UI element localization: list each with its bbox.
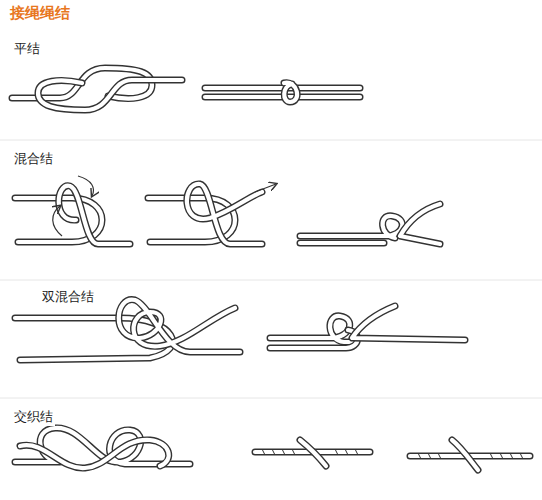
separator <box>0 280 542 281</box>
knot-name: 双混合结 <box>40 288 96 306</box>
knot-name: 平结 <box>12 40 42 58</box>
sheet-bend <box>15 176 440 244</box>
double-sheet-bend <box>15 300 465 360</box>
square-knot <box>12 68 360 110</box>
separator <box>0 140 542 141</box>
knot-name: 混合结 <box>12 150 55 168</box>
separator <box>0 398 542 399</box>
carrick-bend <box>15 428 530 470</box>
chart-title: 接绳绳结 <box>10 4 70 23</box>
knot-name: 交织结 <box>12 408 55 426</box>
